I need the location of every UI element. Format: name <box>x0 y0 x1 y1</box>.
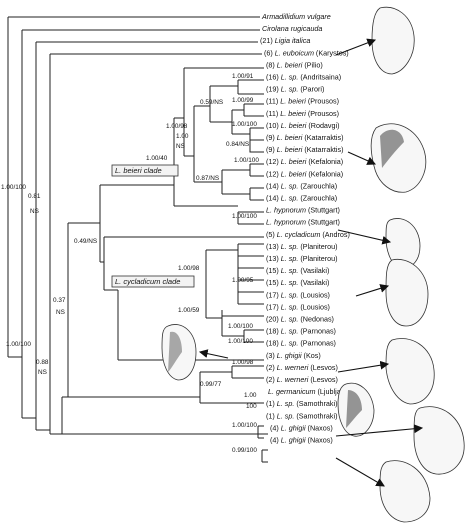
taxon-label: (14) L. sp. (Zarouchla) <box>266 194 337 203</box>
arrow-hypnorum <box>337 229 392 245</box>
arrow-ghigii-kos <box>198 349 229 359</box>
taxon-label: (6) L. euboicum (Karystos) <box>264 48 349 57</box>
taxon-label: (2) L. werneri (Lesvos) <box>266 375 338 384</box>
taxon-label: (15) L. sp. (Vasilaki) <box>266 266 329 275</box>
support-1.00-100: 1.00/100 <box>228 338 253 345</box>
pleopod-sketch-icon <box>379 460 431 523</box>
support-1.00-100: 1.00/100 <box>228 323 253 330</box>
taxon-label: Armadillidium vulgare <box>261 12 331 21</box>
illustration-arrows <box>198 38 424 487</box>
pleopod-sketch-icon <box>161 324 197 381</box>
support-1.00-40: 1.00/40 <box>146 155 168 162</box>
support-0.87: 0.87/NS <box>196 175 219 182</box>
support-ns: NS <box>38 369 47 376</box>
taxon-label: (12) L. beieri (Kefalonia) <box>266 157 343 166</box>
taxon-label: L. hypnorum (Stuttgart) <box>266 218 340 227</box>
support-1.00-100: 1.00/100 <box>234 157 259 164</box>
support-0.81: 0.81 <box>28 193 41 200</box>
support-0.88: 0.88 <box>36 359 49 366</box>
taxon-label: (14) L. sp. (Zarouchla) <box>266 181 337 190</box>
support-0.37: 0.37 <box>53 297 66 304</box>
taxon-label: (1) L. sp. (Samothraki) <box>266 411 338 420</box>
taxon-label: (18) L. sp. (Parnonas) <box>266 327 336 336</box>
support-values: 1.00/100 0.81 NS 1.00/100 0.37 NS 0.88 N… <box>1 73 259 454</box>
support-0.59: 0.59/NS <box>200 99 223 106</box>
support-0.49: 0.49/NS <box>74 238 97 245</box>
arrow-beieri <box>347 151 377 165</box>
support-1.00-98: 1.00/98 <box>166 123 188 130</box>
taxon-label: (12) L. beieri (Kefalonia) <box>266 169 343 178</box>
arrow-euboicum <box>335 38 377 56</box>
support-1.00-95: 1.00/95 <box>232 277 254 284</box>
taxon-label: (11) L. beieri (Prousos) <box>266 109 339 118</box>
support-1.00-100: 1.00/100 <box>232 422 257 429</box>
support-1.00-98: 1.00/98 <box>232 359 254 366</box>
taxon-label: Cirolana rugicauda <box>262 24 322 33</box>
support-1.00: 1.00 <box>176 133 189 140</box>
taxon-label: (3) L. ghigii (Kos) <box>266 351 321 360</box>
taxon-label: L. hypnorum (Stuttgart) <box>266 206 340 215</box>
support-root: 1.00/100 <box>1 184 26 191</box>
pleopod-sketch-icon <box>385 338 435 405</box>
taxon-label: (18) L. sp. (Parnonas) <box>266 339 336 348</box>
support-ns: NS <box>30 208 39 215</box>
support-ns: NS <box>176 143 185 150</box>
taxon-label: (16) L. sp. (Andritsaina) <box>266 73 341 82</box>
taxon-label: (17) L. sp. (Lousios) <box>266 302 330 311</box>
taxon-label: (1) L. sp. (Samothraki) <box>266 399 338 408</box>
pleopod-sketch-icon <box>385 258 429 327</box>
taxon-label: (4) L. ghigii (Naxos) <box>270 423 333 432</box>
taxon-label: (13) L. sp. (Planiterou) <box>266 242 338 251</box>
pleopod-sketch-icon <box>371 6 415 75</box>
arrow-werneri <box>337 360 390 373</box>
taxon-label: (15) L. sp. (Vasilaki) <box>266 278 329 287</box>
taxon-label: (9) L. beieri (Katarraktis) <box>266 133 344 142</box>
taxon-label: (5) L. cycladicum (Andros) <box>266 230 350 239</box>
pleopod-sketch-icon <box>370 123 427 193</box>
pleopod-sketch-icon <box>337 382 375 437</box>
taxon-label: (2) L. werneri (Lesvos) <box>266 363 338 372</box>
pleopod-sketch-icon <box>413 406 465 475</box>
support-0.99-100: 0.99/100 <box>232 447 257 454</box>
support-1.00-99: 1.00/99 <box>232 97 254 104</box>
taxon-label: (11) L. beieri (Prousos) <box>266 97 339 106</box>
arrow-cycladicum <box>355 284 390 297</box>
arrow-naxos <box>335 457 385 487</box>
taxon-label: (9) L. beieri (Katarraktis) <box>266 145 344 154</box>
taxon-label: (4) L. ghigii (Naxos) <box>270 436 333 445</box>
taxon-label: (21) Ligia italica <box>260 36 310 45</box>
support-1.00-100: 1.00/100 <box>232 121 257 128</box>
taxon-label: (8) L. beieri (Pilio) <box>266 60 323 69</box>
clade-label-beieri: L. beieri clade <box>111 164 179 177</box>
support-1.00-98: 1.00/98 <box>178 265 200 272</box>
support-1.00-100: 1.00/100 <box>6 341 31 348</box>
taxon-label: (10) L. beieri (Rodavgi) <box>266 121 340 130</box>
svg-text:L. cycladicum clade: L. cycladicum clade <box>115 277 180 286</box>
support-1.00-91: 1.00/91 <box>232 73 254 80</box>
svg-text:L. beieri clade: L. beieri clade <box>115 166 162 175</box>
tree-branches <box>7 16 268 463</box>
taxon-label: (19) L. sp. (Parori) <box>266 85 324 94</box>
taxon-label: (20) L. sp. (Nedonas) <box>266 315 334 324</box>
pleopod-illustrations <box>161 6 465 523</box>
support-ns: NS <box>56 309 65 316</box>
taxon-label: L. germanicum (Ljubljana) <box>268 387 351 396</box>
taxon-label: (13) L. sp. (Planiterou) <box>266 254 338 263</box>
support-0.99-77: 0.99/77 <box>200 381 222 388</box>
support-1.00-100: 1.00/100 <box>232 213 257 220</box>
taxon-label: (17) L. sp. (Lousios) <box>266 290 330 299</box>
support-1.00-59: 1.00/59 <box>178 307 200 314</box>
arrow-samothraki <box>335 424 424 437</box>
clade-label-cycladicum: L. cycladicum clade <box>111 275 195 288</box>
support-1.00: 1.00 <box>244 392 257 399</box>
support-100: 100 <box>246 403 257 410</box>
support-0.84: 0.84/NS <box>226 141 249 148</box>
